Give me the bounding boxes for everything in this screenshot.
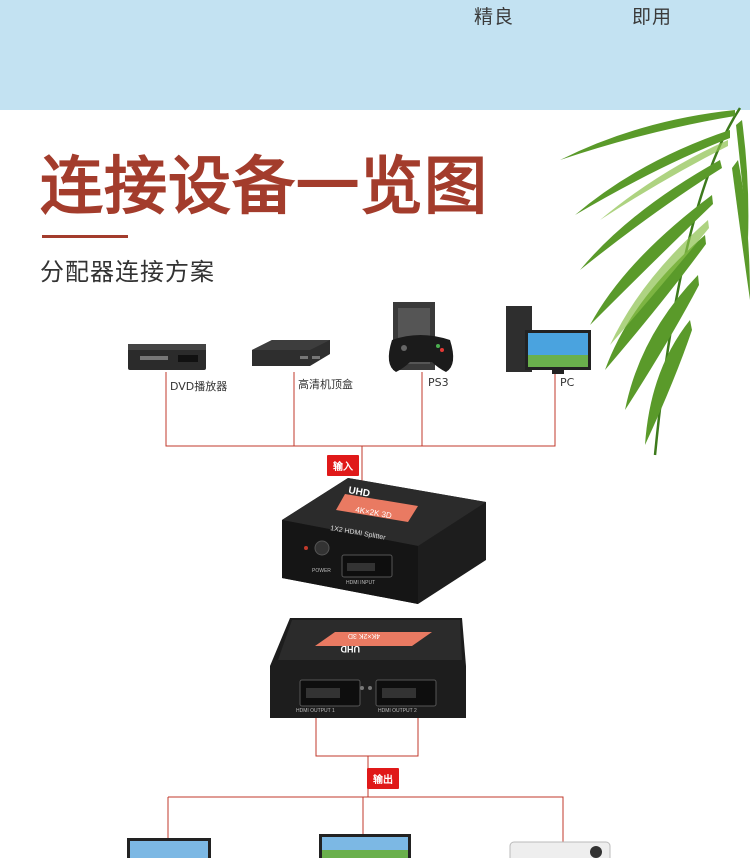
splitter-output-view	[270, 618, 466, 718]
device-label-ps3: PS3	[428, 376, 449, 389]
input-tag: 输入	[327, 455, 359, 476]
desktop-pc-icon	[506, 306, 591, 374]
monitor-icon-1	[127, 838, 211, 858]
hdmi-output2-label: HDMI OUTPUT 2	[378, 708, 417, 714]
tv-box-icon	[252, 340, 330, 366]
page-title: 连接设备一览图	[40, 150, 488, 223]
hdmi-output1-label: HDMI OUTPUT 1	[296, 708, 335, 714]
splitter-input-view	[282, 478, 486, 604]
page-subtitle: 分配器连接方案	[40, 258, 215, 286]
power-label: POWER	[312, 568, 331, 574]
dvd-player-icon	[128, 344, 206, 370]
monitor-icon-2	[319, 834, 411, 858]
header-word-left: 精良	[474, 6, 515, 28]
splitter-brand-1: UHD	[347, 485, 370, 500]
device-label-pc: PC	[560, 376, 575, 389]
title-underline	[42, 235, 128, 238]
device-label-dvd: DVD播放器	[170, 380, 228, 393]
splitter-resolution-2: 4K×2K 3D	[348, 632, 380, 639]
splitter-brand-2: UHD	[340, 644, 360, 654]
device-label-tv-box: 高清机顶盒	[298, 378, 353, 391]
projector-icon	[509, 841, 611, 858]
connection-lines	[165, 372, 564, 858]
game-console-icon	[388, 302, 454, 372]
header-word-right: 即用	[632, 6, 673, 28]
hdmi-input-label: HDMI INPUT	[346, 580, 375, 586]
top-banner	[0, 0, 750, 110]
output-tag: 输出	[367, 768, 399, 789]
